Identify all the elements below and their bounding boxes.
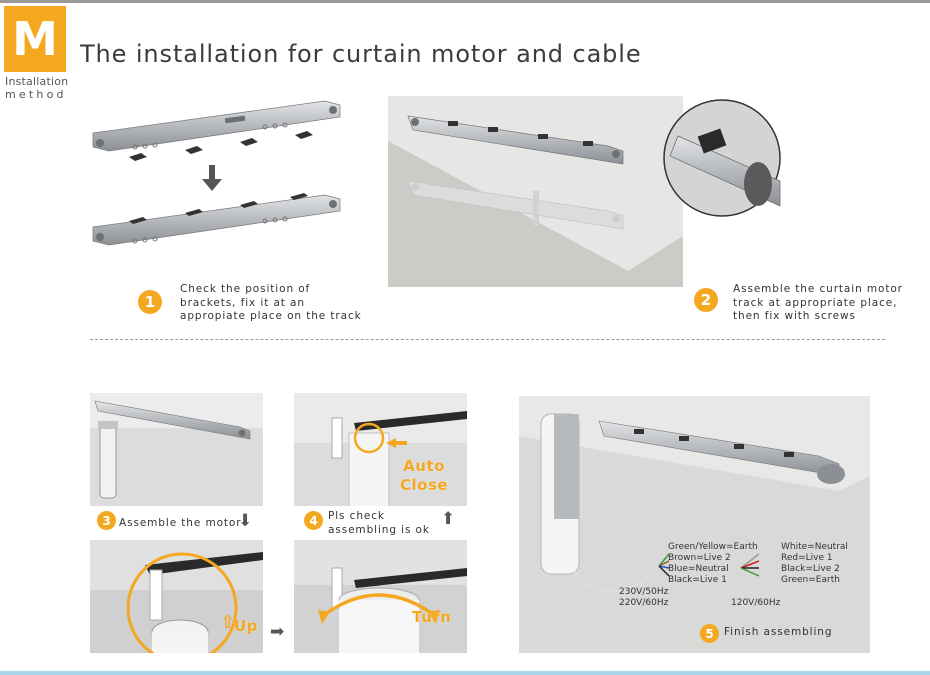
voltage-right: 120V/60Hz bbox=[731, 598, 781, 608]
step-2-badge: 2 bbox=[694, 288, 718, 312]
step-1-line: Check the position of bbox=[180, 283, 311, 295]
up-arrow-icon: ⇧ bbox=[220, 612, 236, 633]
step-1-line: brackets, fix it at an bbox=[180, 296, 305, 309]
step-4-caption: Pls check assembling is ok bbox=[328, 510, 430, 537]
wire-label: Green/Yellow=Earth bbox=[668, 542, 758, 552]
auto-close-label: Auto Close bbox=[400, 457, 448, 495]
up-label: Up bbox=[234, 617, 258, 635]
step-5-badge: 5 bbox=[700, 624, 719, 643]
step-2-line: Assemble the curtain motor bbox=[733, 283, 903, 295]
top-rule bbox=[0, 0, 930, 3]
down-arrow-icon: ⬇ bbox=[238, 511, 253, 531]
step-1-caption: Check the position of brackets, fix it a… bbox=[180, 283, 362, 324]
track-bottom bbox=[92, 193, 341, 246]
step-4-badge: 4 bbox=[304, 511, 323, 530]
step2-illustration bbox=[388, 96, 683, 287]
wiring-left: Green/Yellow=Earth Brown=Live 2 Blue=Neu… bbox=[668, 542, 758, 586]
zoom-detail-circle bbox=[663, 99, 781, 217]
down-arrow bbox=[202, 165, 222, 191]
step4-panel-top: Auto Close bbox=[294, 393, 467, 506]
voltage-label: 230V/50Hz bbox=[619, 587, 669, 597]
step-2-line: track at appropriate place, bbox=[733, 296, 898, 309]
step-1-badge: 1 bbox=[138, 290, 162, 314]
step3-panel-top bbox=[90, 393, 263, 506]
logo-badge: M bbox=[4, 6, 66, 72]
step3-illustration-top bbox=[90, 393, 263, 499]
wire-label: Blue=Neutral bbox=[668, 564, 729, 574]
section-divider bbox=[90, 339, 885, 340]
wire-label: Black=Live 1 bbox=[668, 575, 727, 585]
wire-label: White=Neutral bbox=[781, 542, 848, 552]
close-label: Close bbox=[400, 476, 449, 494]
turn-label: Turn bbox=[412, 608, 452, 626]
auto-label: Auto bbox=[403, 457, 445, 475]
up-arrow-icon: ⬆ bbox=[441, 509, 456, 529]
subtitle-installation: Installation bbox=[5, 75, 69, 88]
step4-panel-bottom: Turn bbox=[294, 540, 467, 653]
voltage-left: 230V/50Hz 220V/60Hz bbox=[619, 587, 668, 609]
page-title: The installation for curtain motor and c… bbox=[80, 40, 642, 68]
step-2-caption: Assemble the curtain motor track at appr… bbox=[733, 283, 903, 324]
track-top bbox=[92, 100, 341, 161]
step-4-line: Pls check bbox=[328, 510, 385, 522]
wiring-right: White=Neutral Red=Live 1 Black=Live 2 Gr… bbox=[781, 542, 848, 586]
step5-panel: Green/Yellow=Earth Brown=Live 2 Blue=Neu… bbox=[519, 396, 870, 653]
step-5-caption: Finish assembling bbox=[724, 626, 833, 638]
right-arrow-icon: ➡ bbox=[270, 622, 285, 642]
wire-label: Brown=Live 2 bbox=[668, 553, 731, 563]
step1-track-illustration bbox=[92, 100, 341, 246]
step-2-line: then fix with screws bbox=[733, 310, 856, 322]
bottom-rule bbox=[0, 671, 930, 675]
wire-label: Red=Live 1 bbox=[781, 553, 833, 563]
step-4-line: assembling is ok bbox=[328, 523, 430, 536]
subtitle-method: method bbox=[5, 88, 67, 101]
step4-illustration-top bbox=[294, 393, 467, 506]
wire-label: Green=Earth bbox=[781, 575, 840, 585]
step3-illustration-bottom bbox=[90, 540, 263, 653]
step2-wall-panel bbox=[388, 96, 683, 287]
step4-illustration-bottom bbox=[294, 540, 467, 653]
step-3-badge: 3 bbox=[97, 511, 116, 530]
wire-label: Black=Live 2 bbox=[781, 564, 840, 574]
step5-illustration bbox=[519, 396, 870, 594]
voltage-label: 220V/60Hz bbox=[619, 598, 669, 608]
step-3-caption: Assemble the motor bbox=[119, 517, 242, 529]
step3-panel-bottom: ⇧ Up bbox=[90, 540, 263, 653]
step-1-line: appropiate place on the track bbox=[180, 310, 362, 322]
